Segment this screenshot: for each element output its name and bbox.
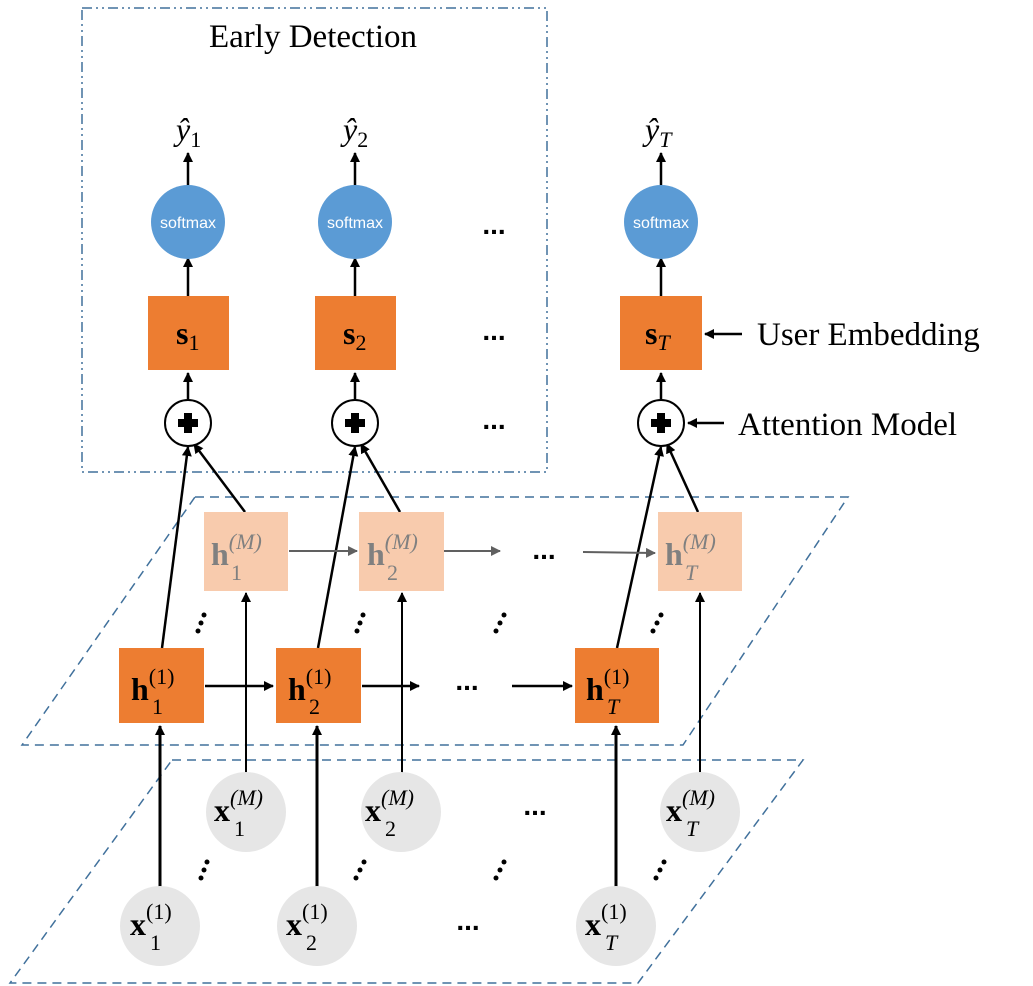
user-embedding-label: User Embedding — [757, 317, 980, 353]
ellipsis-plus: ... — [482, 404, 505, 435]
softmax-label-1: softmax — [160, 215, 216, 232]
plus-node-T — [637, 399, 685, 447]
input-top-label-T: x(M)T — [666, 785, 715, 841]
arrow-h2b-plus2 — [316, 446, 359, 649]
input-top-label-2: x(M)2 — [365, 785, 414, 841]
input-layer-plane — [8, 759, 805, 984]
output-y2: ŷ2 — [340, 111, 368, 152]
attention-model-label: Attention Model — [738, 407, 957, 443]
softmax-node-2 — [318, 185, 392, 259]
hidden-bottom-label-2: h(1)2 — [288, 664, 331, 719]
ellipsis-hidden-bottom: ... — [455, 665, 478, 696]
output-y1: ŷ1 — [173, 111, 201, 152]
input-bottom-label-1: x(1)1 — [130, 899, 172, 955]
ellipsis-hidden-top: ... — [532, 534, 555, 565]
arrow-h2t-plus2 — [359, 443, 402, 513]
input-top-label-1: x(M)1 — [214, 785, 263, 841]
hidden-top-label-T: h(M)T — [665, 529, 716, 585]
softmax-label-2: softmax — [327, 215, 383, 232]
arrow-hTb-plusT — [615, 446, 664, 649]
vertical-ellipsis-xT — [653, 859, 667, 881]
vertical-ellipsis-x1 — [198, 859, 210, 881]
hidden-top-box-1 — [204, 512, 288, 591]
arrow-h1b-plus1 — [160, 446, 192, 649]
hidden-top-label-1: h(M)1 — [211, 529, 262, 585]
hidden-bottom-label-1: h(1)1 — [131, 664, 174, 719]
hidden-top-label-2: h(M)2 — [367, 529, 418, 585]
input-top-node-1 — [206, 772, 286, 852]
hidden-bottom-label-T: h(1)T — [586, 664, 629, 719]
vertical-ellipsis-xmid — [493, 859, 507, 881]
hidden-top-box-T — [658, 512, 742, 591]
softmax-node-T — [624, 185, 698, 259]
input-bottom-node-2 — [277, 886, 357, 966]
input-top-node-T — [660, 772, 740, 852]
embedding-box-1 — [148, 296, 229, 370]
plus-node-1 — [164, 399, 212, 447]
arrow-h1t-plus1 — [193, 443, 246, 513]
early-detection-box — [81, 7, 548, 473]
vertical-ellipsis-h1 — [195, 612, 207, 634]
embedding-label-2: s2 — [343, 315, 366, 355]
hidden-bottom-box-T — [575, 648, 659, 723]
embedding-box-T — [620, 296, 702, 370]
ellipsis-input-top: ... — [523, 790, 546, 821]
embedding-label-1: s1 — [176, 315, 199, 355]
input-bottom-label-T: x(1)T — [585, 899, 627, 955]
input-bottom-label-2: x(1)2 — [286, 899, 328, 955]
early-detection-title: Early Detection — [209, 19, 417, 55]
vertical-ellipsis-hmid — [493, 612, 507, 634]
hidden-layer-plane — [20, 496, 850, 746]
vertical-ellipsis-hT — [650, 612, 664, 634]
input-bottom-node-T — [576, 886, 656, 966]
hidden-bottom-box-1 — [119, 648, 204, 723]
vertical-ellipsis-h2 — [354, 612, 366, 634]
plus-node-2 — [331, 399, 379, 447]
softmax-label-T: softmax — [633, 215, 689, 232]
embedding-label-T: sT — [645, 315, 671, 355]
ellipsis-embedding: ... — [482, 315, 505, 346]
input-top-node-2 — [361, 772, 441, 852]
input-bottom-node-1 — [120, 886, 200, 966]
ellipsis-input-bottom: ... — [456, 905, 479, 936]
vertical-ellipsis-x2 — [353, 859, 367, 881]
softmax-node-1 — [151, 185, 225, 259]
embedding-box-2 — [315, 296, 396, 370]
hidden-top-box-2 — [359, 512, 444, 591]
hidden-bottom-box-2 — [276, 648, 361, 723]
arrow-dots-hTt — [582, 547, 656, 558]
output-yT: ŷT — [642, 111, 673, 152]
ellipsis-softmax: ... — [482, 209, 505, 240]
arrow-hTt-plusT — [665, 443, 700, 513]
